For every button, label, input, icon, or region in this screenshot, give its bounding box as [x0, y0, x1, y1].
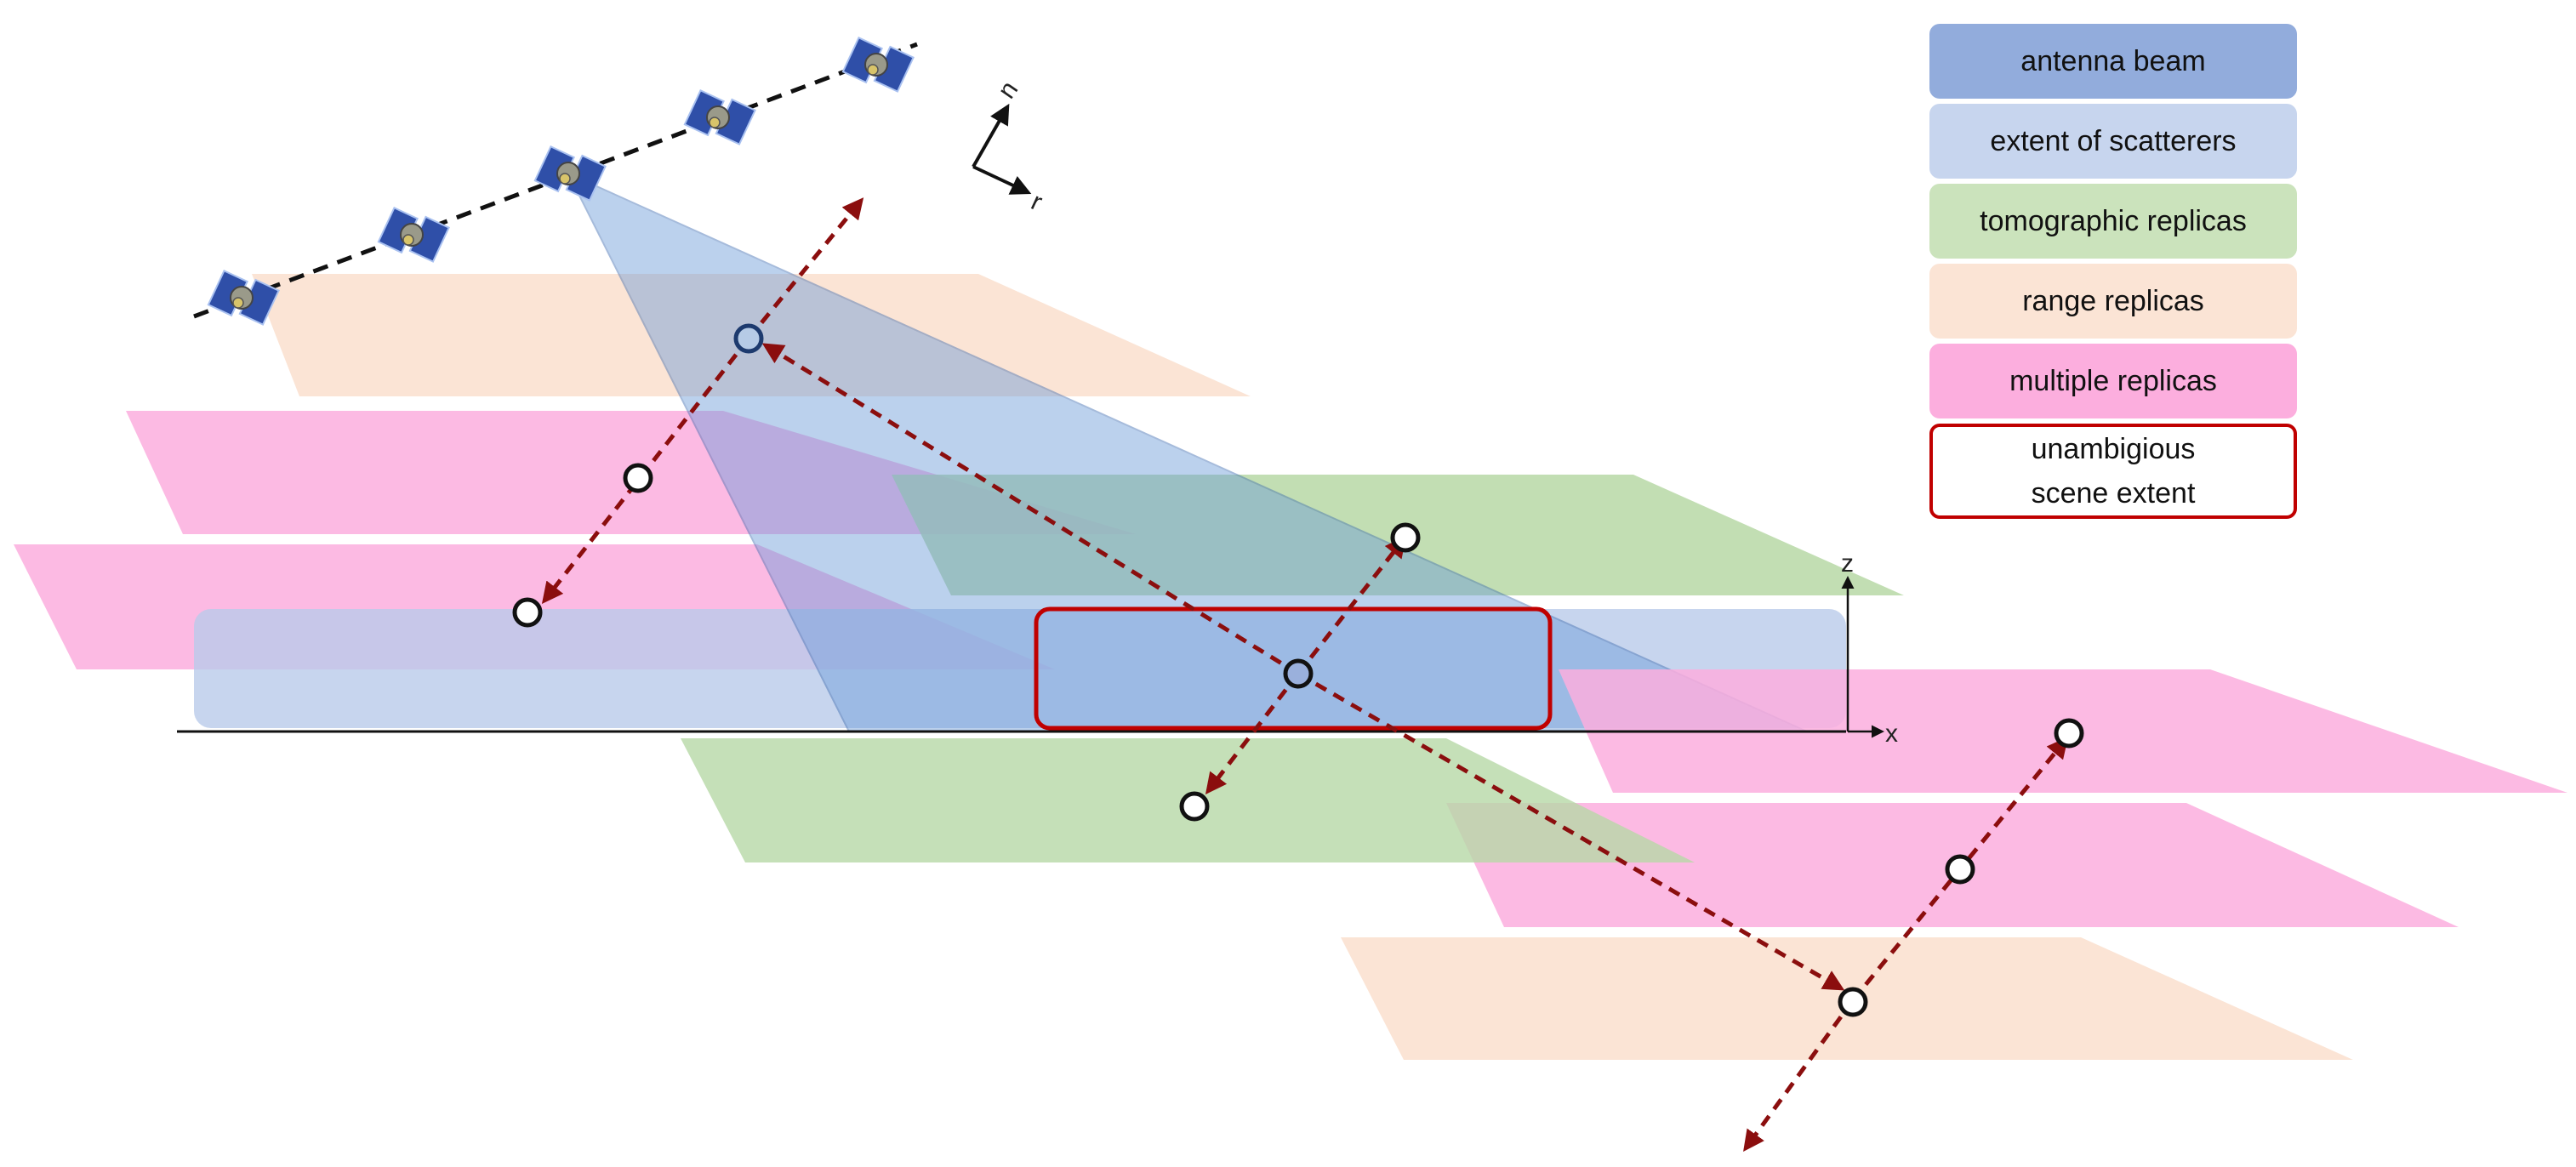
- scatterer-point: [512, 597, 543, 628]
- unambiguous-scene-extent: [1034, 606, 1553, 731]
- scatterer-point: [1390, 522, 1421, 553]
- tomographic-ambiguity-arrow: [1205, 672, 1300, 794]
- scatterer-point: [2054, 718, 2084, 749]
- satellite-icon: [841, 37, 915, 93]
- legend-extent-of-scatterers: extent of scatterers: [1929, 104, 2297, 179]
- satellite-icon: [683, 89, 756, 145]
- legend-antenna-beam: antenna beam: [1929, 24, 2297, 99]
- z-axis-label: z: [1841, 549, 1854, 578]
- range-ambiguity-arrow: [1297, 671, 1845, 991]
- scatterer-point: [733, 323, 764, 354]
- tomographic-ambiguity-arrow: [1297, 536, 1407, 675]
- scene-axes: z x: [1841, 549, 1898, 748]
- scatterer-point: [1945, 854, 1975, 885]
- scatterer-points: [512, 323, 2084, 1017]
- legend-tomographic-replicas: tomographic replicas: [1929, 184, 2297, 259]
- legend: antenna beam extent of scatterers tomogr…: [1929, 24, 2297, 524]
- r-axis-label: r: [1027, 187, 1046, 216]
- multiple-ambiguity-arrow: [747, 197, 864, 340]
- n-axis-label: n: [993, 76, 1024, 104]
- multiple-ambiguity-arrow: [1743, 999, 1855, 1153]
- scatterer-point: [1283, 658, 1314, 689]
- range-ambiguity-arrow: [761, 343, 1300, 676]
- scatterer-point: [1179, 791, 1210, 822]
- x-axis-label: x: [1885, 720, 1898, 748]
- legend-multiple-replicas: multiple replicas: [1929, 344, 2297, 418]
- legend-unambiguous-scene-extent: unambigious scene extent: [1929, 424, 2297, 519]
- scatterer-point: [1838, 987, 1868, 1017]
- extent-of-scatterers: [194, 609, 1846, 728]
- orbit-axes: n r: [972, 76, 1046, 217]
- scatterer-point: [623, 463, 653, 493]
- satellite-icon: [377, 207, 450, 263]
- legend-range-replicas: range replicas: [1929, 264, 2297, 339]
